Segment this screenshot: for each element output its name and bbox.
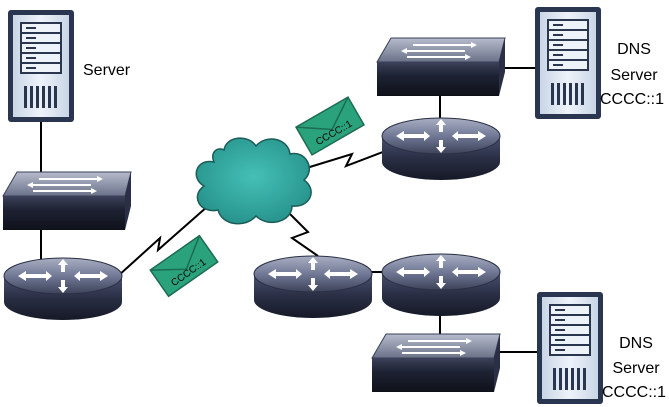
serial-link-bottom [287, 211, 319, 257]
envelope-icon [149, 234, 219, 298]
router-bottom-right[interactable] [381, 253, 501, 317]
dns-server-bottom[interactable] [537, 292, 603, 404]
router-left[interactable] [3, 257, 123, 321]
dns-bottom-label-line1: DNS [619, 335, 653, 352]
server-left-label: Server [83, 62, 131, 79]
dns-bottom-label-line3: CCCC::1 [602, 384, 666, 401]
router-icon [3, 257, 123, 321]
packet-top: CCCC::1 [294, 96, 366, 156]
serial-link-left [117, 205, 209, 277]
switch-left[interactable] [2, 171, 132, 231]
router-icon [381, 253, 501, 317]
server-left[interactable] [8, 10, 74, 122]
switch-icon [2, 171, 132, 231]
router-top-right[interactable] [381, 117, 501, 181]
dns-top-label-line2: Server [610, 67, 658, 84]
server-icon [535, 7, 601, 119]
dns-top-label-line1: DNS [617, 41, 651, 58]
cloud-icon [195, 137, 312, 225]
serial-link-top [299, 149, 389, 171]
switch-icon [371, 333, 501, 393]
dns-server-top[interactable] [535, 7, 601, 119]
router-icon [381, 117, 501, 181]
server-icon [537, 292, 603, 404]
switch-bottom-right[interactable] [371, 333, 501, 393]
router-icon [253, 255, 373, 319]
switch-top-right[interactable] [376, 37, 506, 97]
dns-top-label-line3: CCCC::1 [600, 91, 664, 108]
switch-icon [376, 37, 506, 97]
server-icon [8, 10, 74, 122]
envelope-icon [294, 96, 366, 156]
router-bottom-middle[interactable] [253, 255, 373, 319]
packet-left: CCCC::1 [149, 234, 219, 298]
dns-bottom-label-line2: Server [612, 360, 660, 377]
